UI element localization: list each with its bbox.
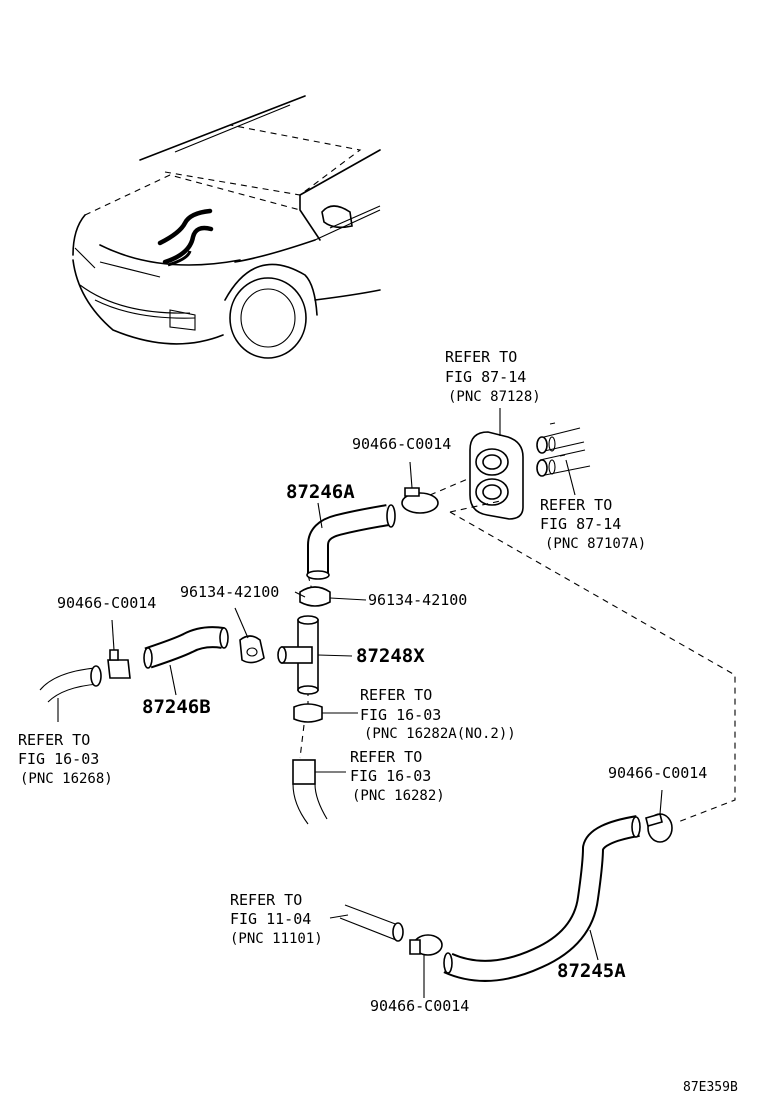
refer-87107a-line2: FIG 87-14: [540, 515, 622, 533]
hose-87246b-label: 87246B: [142, 696, 211, 718]
refer-16282a-line2: FIG 16-03: [360, 706, 442, 724]
refer-16282a-line3: (PNC 16282A(NO.2)): [364, 726, 516, 742]
refer-16282-line2: FIG 16-03: [350, 767, 432, 785]
refer-87107a-line1: REFER TO: [540, 496, 613, 514]
refer-16268-line1: REFER TO: [18, 731, 91, 749]
refer-11101-line3: (PNC 11101): [230, 931, 323, 947]
hose-clamp-right: [645, 789, 673, 843]
hose-clamp-top: [401, 461, 439, 514]
refer-16282-line1: REFER TO: [350, 748, 423, 766]
refer-16282a-line1: REFER TO: [360, 686, 433, 704]
hose-clamp-bottom: [409, 934, 443, 998]
heater-core-fitting: [469, 408, 591, 520]
refer-16268-line3: (PNC 16268): [20, 771, 113, 787]
pipe-16282: [292, 759, 346, 825]
refer-16268-line2: FIG 16-03: [18, 750, 100, 768]
hose-87245a: [443, 815, 641, 982]
engine-pipe-left: [39, 665, 102, 722]
refer-11101-line2: FIG 11-04: [230, 910, 312, 928]
clip-right-label: 96134-42100: [368, 591, 468, 609]
hose-87246a: [306, 502, 396, 580]
clamp-16282a: [293, 703, 358, 723]
clamp-bottom-label: 90466-C0014: [370, 997, 470, 1015]
refer-87107a-line3: (PNC 87107A): [545, 536, 647, 552]
clamp-right-label: 90466-C0014: [608, 764, 708, 782]
clip-96134-lower: [234, 607, 265, 664]
clamp-top-label: 90466-C0014: [352, 435, 452, 453]
refer-87128-line2: FIG 87-14: [445, 368, 527, 386]
joint-87248x: [277, 615, 353, 695]
refer-87128-line3: (PNC 87128): [448, 389, 541, 405]
clamp-left-label: 90466-C0014: [57, 594, 157, 612]
hose-clamp-left: [107, 619, 131, 679]
hose-87246b: [143, 626, 229, 696]
connection-dash-right: [449, 511, 736, 823]
clip-96134-upper: [294, 586, 367, 607]
pipe-11101: [329, 904, 404, 942]
hose-87246a-label: 87246A: [286, 481, 355, 503]
refer-11101-line1: REFER TO: [230, 891, 303, 909]
joint-87248x-label: 87248X: [356, 645, 425, 667]
car-illustration: [72, 95, 381, 359]
refer-87128-line1: REFER TO: [445, 348, 518, 366]
figure-id: 87E359B: [683, 1080, 738, 1095]
clip-left-label: 96134-42100: [180, 583, 280, 601]
refer-16282-line3: (PNC 16282): [352, 788, 445, 804]
hose-87245a-label: 87245A: [557, 960, 626, 982]
connection-dash-upper: [429, 477, 471, 496]
